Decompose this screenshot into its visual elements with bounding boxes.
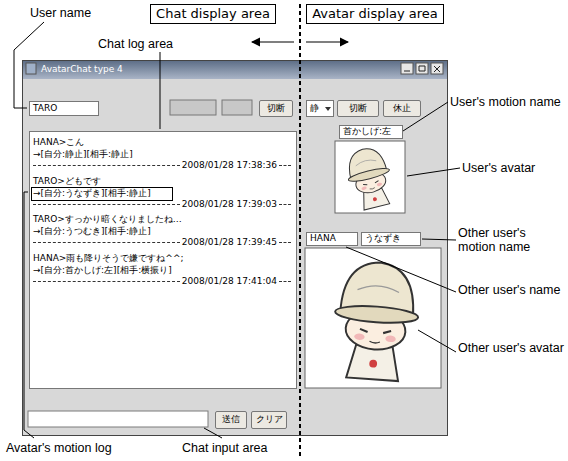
text-field: うなずき xyxy=(361,232,421,246)
avatar-label: Other user's avatar xyxy=(458,341,564,355)
chat-log-label: Chat log area xyxy=(98,37,218,51)
chat-message: TARO>どもです xyxy=(33,176,101,187)
dash-line xyxy=(33,281,180,282)
avatar-label: User's avatar xyxy=(462,161,562,175)
motion-name-label: Other user's motion name xyxy=(458,226,564,254)
dash-line xyxy=(279,204,291,205)
motion-name-label: User's motion name xyxy=(450,95,564,109)
app-window: AvatarChat type 4 TARO 切断 静 切断 休止首かしげ:左 HANA うな… xyxy=(22,60,448,436)
push-button: 切断 xyxy=(337,100,379,117)
text-field: 首かしげ:左 xyxy=(339,125,403,139)
text-field: HANA xyxy=(306,232,358,246)
field-value: TARO xyxy=(33,104,57,114)
push-button: 休止 xyxy=(383,100,421,117)
timestamp: 2008/01/28 17:39:03 xyxy=(182,199,277,210)
dash-line xyxy=(33,204,180,205)
area-name: Avatar display area xyxy=(312,7,438,21)
button-label: 休止 xyxy=(393,104,411,114)
chat-message: HANA>こん xyxy=(33,137,84,148)
dropdown-arrow xyxy=(325,107,331,111)
motion-log: →[自分:うなずき][相手:静止] xyxy=(33,188,151,199)
push-button: 切断 xyxy=(259,100,293,117)
field-value: 首かしげ:左 xyxy=(343,127,391,137)
timestamp: 2008/01/28 17:39:45 xyxy=(182,237,277,248)
motion-log: →[自分:首かしげ:左][相手:横振り] xyxy=(33,265,172,276)
dash-line xyxy=(279,165,291,166)
field-value: うなずき xyxy=(365,234,401,244)
chat-message: HANA>雨も降りそうで嫌ですね^^; xyxy=(33,253,183,264)
push-button: クリア xyxy=(251,411,287,429)
area-label-box: Chat display area xyxy=(150,4,276,24)
dash-line xyxy=(33,242,180,243)
motion-log-label: Avatar's motion log xyxy=(6,441,146,455)
chat-message: TARO>すっかり暗くなりましたね… xyxy=(33,214,182,225)
separator-row: 2008/01/28 17:38:36 xyxy=(33,160,291,171)
user-name-label: User name xyxy=(30,6,140,20)
dash-line xyxy=(33,165,180,166)
title-bar: AvatarChat type 4 xyxy=(23,61,447,79)
area-name: Chat display area xyxy=(156,7,270,21)
field-value: HANA xyxy=(310,234,336,244)
area-label-box: Avatar display area xyxy=(306,4,444,24)
dash-line xyxy=(279,242,291,243)
push-button: 送信 xyxy=(215,411,247,429)
name-label: Other user's name xyxy=(458,283,564,297)
separator-row: 2008/01/28 17:39:45 xyxy=(33,237,291,248)
separator-row: 2008/01/28 17:41:04 xyxy=(33,276,291,287)
window-title: AvatarChat type 4 xyxy=(41,64,123,75)
button-label: 切断 xyxy=(349,104,367,114)
motion-log: →[自分:うつむき][相手:静止] xyxy=(33,226,151,237)
chat-log: HANA>こん→[自分:静止][相手:静止] 2008/01/28 17:38:3… xyxy=(29,131,297,389)
button-label: 送信 xyxy=(222,415,240,425)
separator-row: 2008/01/28 17:39:03 xyxy=(33,199,291,210)
dash-line xyxy=(279,281,291,282)
motion-log: →[自分:静止][相手:静止] xyxy=(33,149,133,160)
timestamp: 2008/01/28 17:41:04 xyxy=(182,276,277,287)
timestamp: 2008/01/28 17:38:36 xyxy=(182,160,277,171)
text-field: TARO xyxy=(29,101,99,116)
button-label: クリア xyxy=(256,415,283,425)
button-label: 切断 xyxy=(267,104,285,114)
input-area-label: Chat input area xyxy=(182,441,312,455)
text-field: 静 xyxy=(306,100,334,117)
field-value: 静 xyxy=(310,104,319,114)
